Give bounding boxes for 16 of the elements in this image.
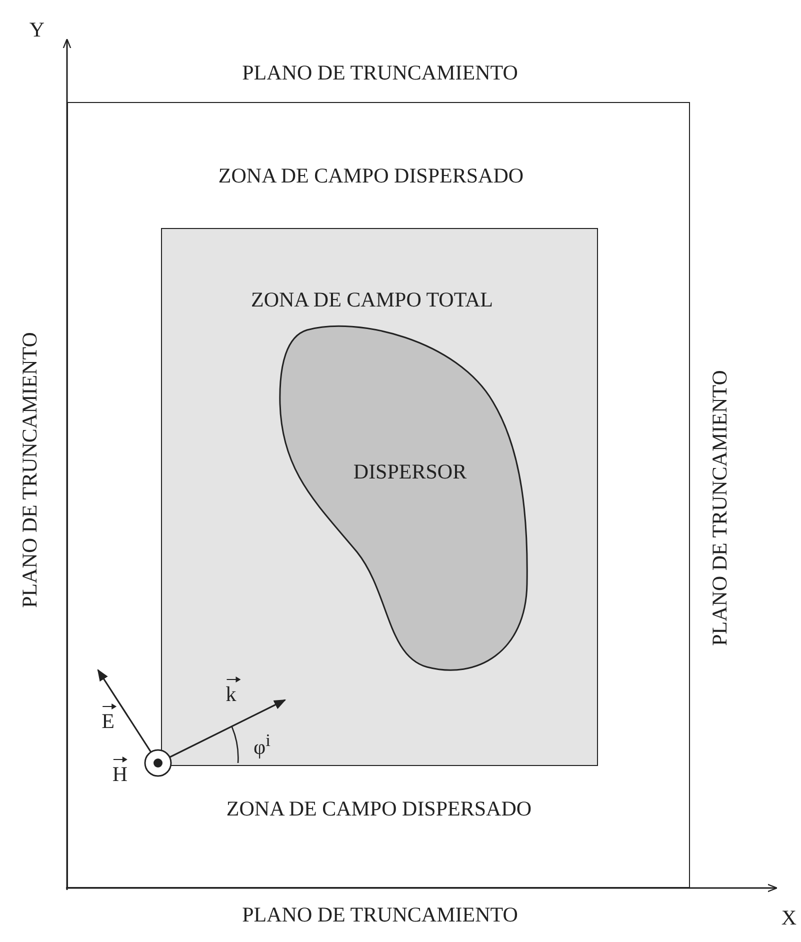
zone-label: ZONA DE CAMPO DISPERSADO [218,166,524,186]
region-box [161,228,598,766]
axis-label: Y [29,20,45,40]
vector-label: k [226,682,236,706]
boundary-label: PLANO DE TRUNCAMIENTO [20,332,40,608]
boundary-label: PLANO DE TRUNCAMIENTO [242,62,518,84]
zone-label: ZONA DE CAMPO DISPERSADO [226,798,532,820]
boundary-label: PLANO DE TRUNCAMIENTO [242,904,518,926]
vector-label: E [102,709,114,733]
axis-label: X [781,908,797,928]
boundary-label: PLANO DE TRUNCAMIENTO [710,370,730,646]
angle-label: φ$^{i}$ [254,732,270,758]
zone-label: DISPERSOR [353,462,467,482]
zone-label: ZONA DE CAMPO TOTAL [251,290,493,310]
boundary-box [67,102,690,888]
vector-label: H [112,762,128,786]
